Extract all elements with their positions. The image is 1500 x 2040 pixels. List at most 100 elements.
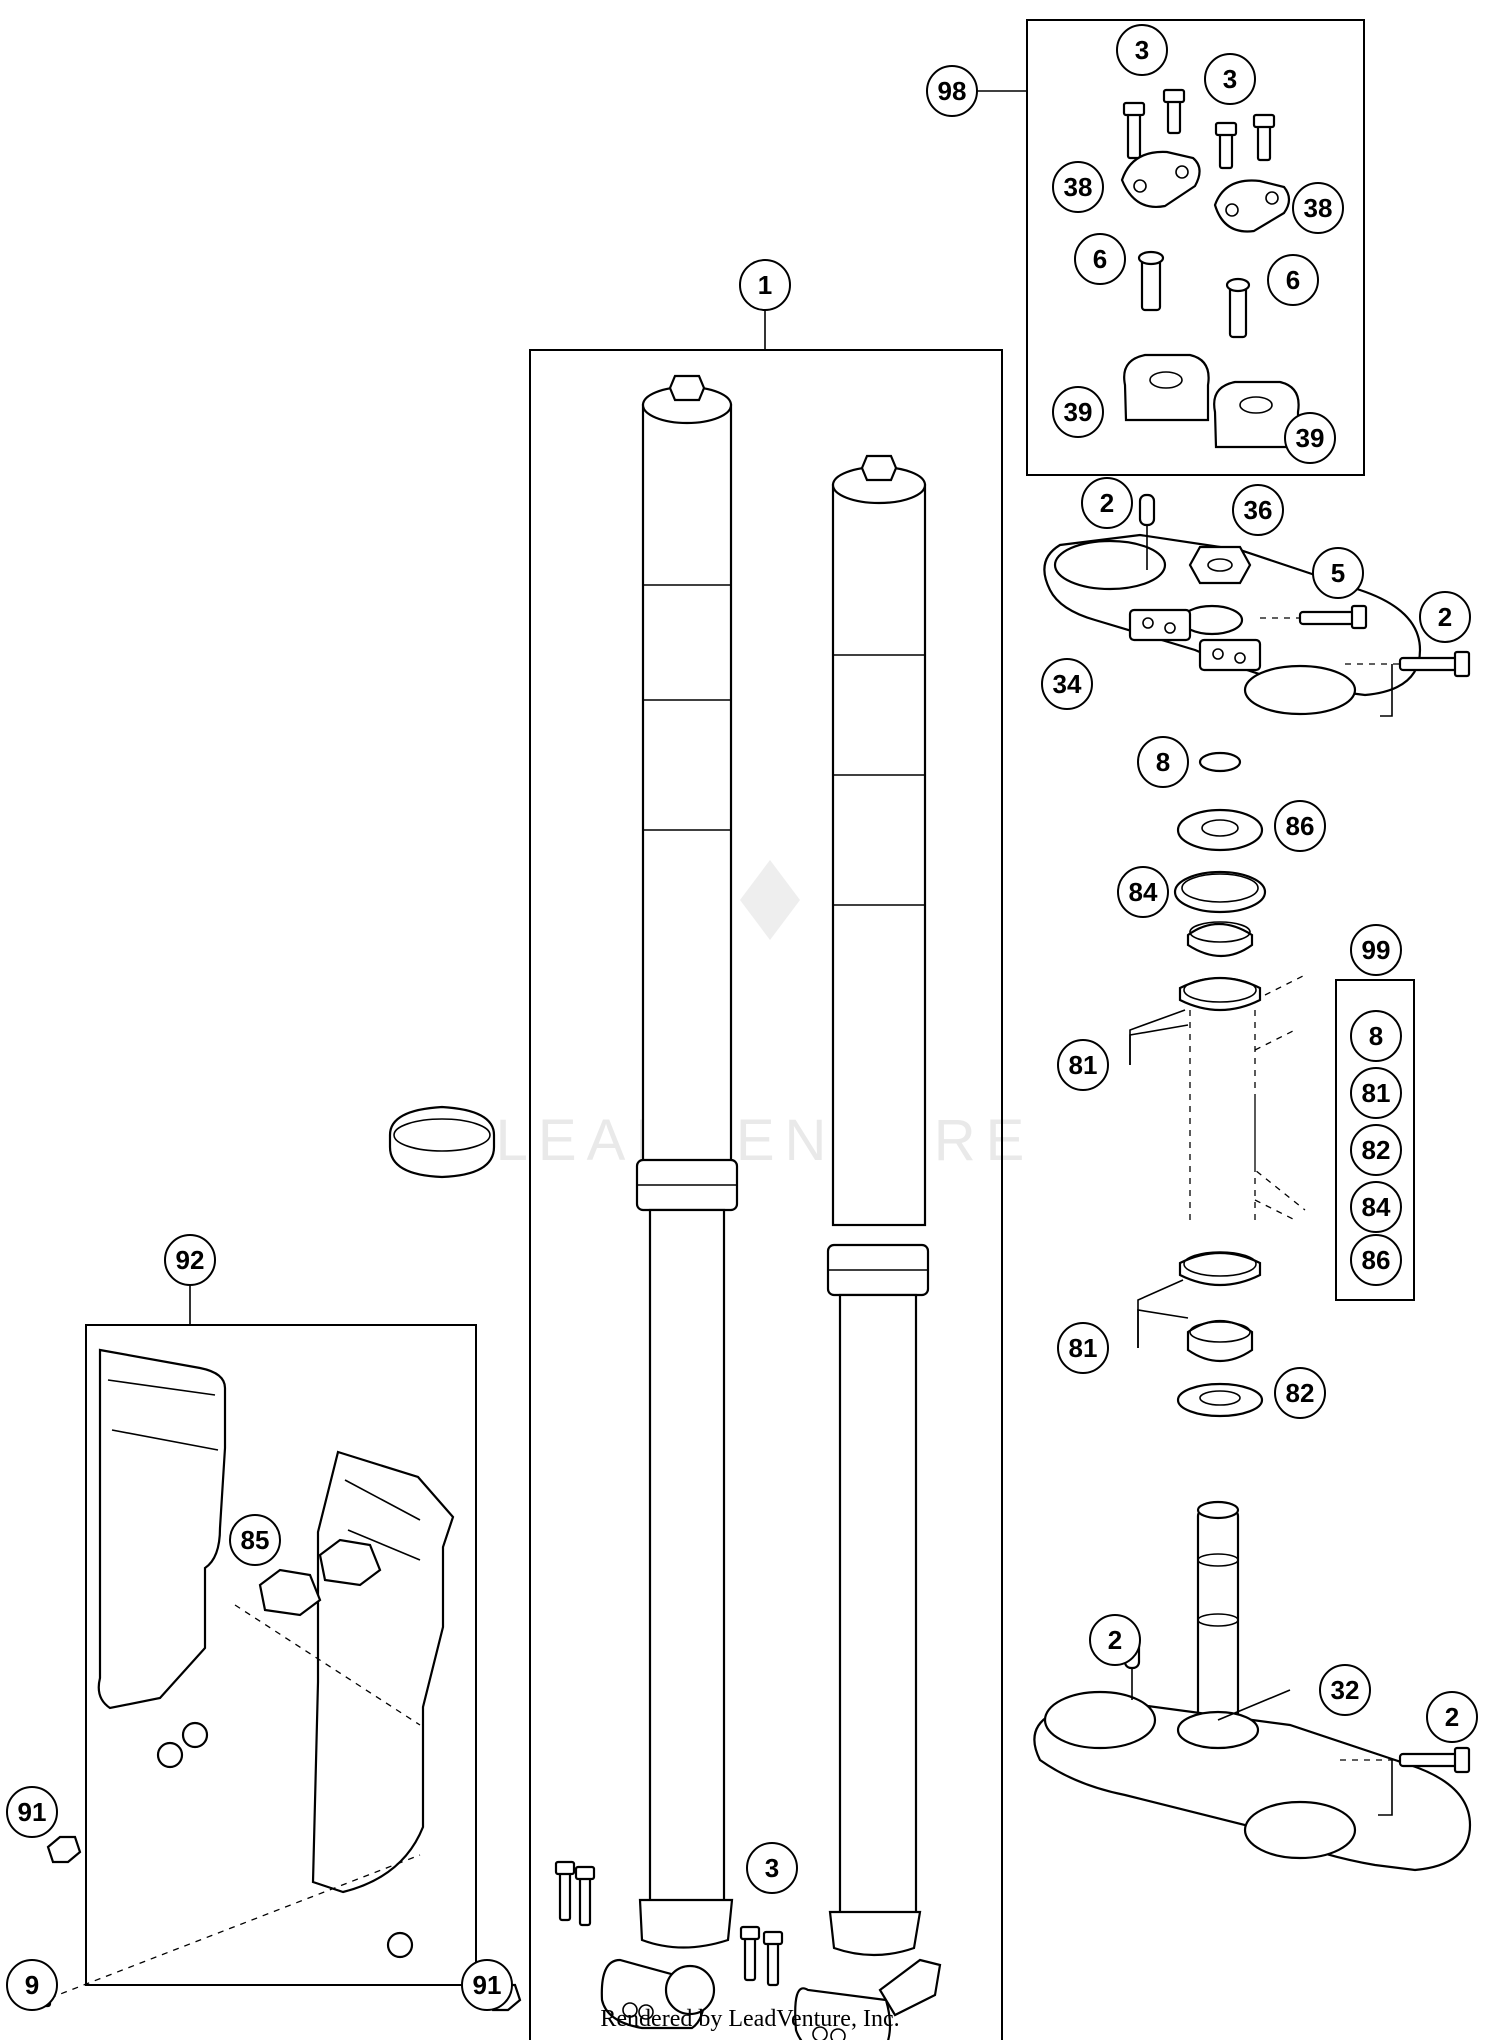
callout-81-b: 81	[1057, 1322, 1109, 1374]
screw-6-left	[1137, 250, 1165, 312]
svg-text:5: 5	[1331, 558, 1345, 588]
svg-text:6: 6	[1286, 265, 1300, 295]
footer-credit: Rendered by LeadVenture, Inc.	[600, 2006, 899, 2032]
screw-2-upper-top	[1138, 493, 1156, 570]
callout-34: 34	[1041, 658, 1093, 710]
callout-85: 85	[229, 1514, 281, 1566]
callout-8: 8	[1137, 736, 1189, 788]
callout-5: 5	[1312, 547, 1364, 599]
svg-text:2: 2	[1438, 602, 1452, 632]
callout-86: 86	[1274, 800, 1326, 852]
svg-text:85: 85	[241, 1525, 270, 1555]
bearing-81-top	[1186, 921, 1254, 957]
svg-text:84: 84	[1129, 877, 1158, 907]
svg-text:81: 81	[1069, 1050, 1098, 1080]
svg-text:81: 81	[1362, 1078, 1391, 1108]
svg-text:1: 1	[758, 270, 772, 300]
leader-81-top-b	[1129, 1024, 1189, 1065]
svg-text:8: 8	[1369, 1021, 1383, 1051]
svg-text:86: 86	[1286, 811, 1315, 841]
callout-39-b: 39	[1284, 412, 1336, 464]
dust-ring	[388, 1105, 496, 1179]
svg-text:91: 91	[473, 1970, 502, 2000]
kit-98-box	[968, 19, 1365, 476]
kit-99-item-82: 82	[1350, 1124, 1402, 1176]
callout-81-a: 81	[1057, 1039, 1109, 1091]
screw-3-pair-left	[1122, 88, 1186, 160]
svg-text:32: 32	[1331, 1675, 1360, 1705]
callout-9: 9	[6, 1959, 58, 2011]
callout-2-d: 2	[1426, 1691, 1478, 1743]
svg-text:92: 92	[176, 1245, 205, 1275]
svg-text:3: 3	[1223, 64, 1237, 94]
svg-text:39: 39	[1296, 423, 1325, 453]
seal-82	[1176, 1382, 1264, 1418]
kit-99-item-84: 84	[1350, 1181, 1402, 1233]
svg-text:36: 36	[1244, 495, 1273, 525]
bracket-85	[234, 1538, 421, 1726]
callout-2-b: 2	[1419, 591, 1471, 643]
callout-6-b: 6	[1267, 254, 1319, 306]
kit-99-item-86: 86	[1350, 1234, 1402, 1286]
fork-leg-right	[794, 454, 942, 2040]
svg-text:86: 86	[1362, 1245, 1391, 1275]
leader-81-bottom-b	[1137, 1309, 1189, 1348]
callout-3-a: 3	[1116, 24, 1168, 76]
fork-leg-left	[600, 374, 739, 2030]
callout-91-b: 91	[461, 1959, 513, 2011]
callout-38-a: 38	[1052, 161, 1104, 213]
svg-text:9: 9	[25, 1970, 39, 2000]
svg-text:81: 81	[1069, 1333, 1098, 1363]
clamp-39-left	[1123, 353, 1210, 422]
callout-38-b: 38	[1292, 182, 1344, 234]
callout-6-a: 6	[1074, 233, 1126, 285]
screw-3-pair-right	[1214, 113, 1276, 170]
callout-2-a: 2	[1081, 477, 1133, 529]
svg-text:2: 2	[1445, 1702, 1459, 1732]
callout-32: 32	[1319, 1664, 1371, 1716]
screw-5	[1260, 604, 1368, 630]
seal-86	[1176, 808, 1264, 852]
svg-text:2: 2	[1108, 1625, 1122, 1655]
svg-text:3: 3	[1135, 35, 1149, 65]
callout-92: 92	[164, 1234, 216, 1286]
fork-guard-box	[85, 1285, 477, 1986]
callout-3-b: 3	[1204, 53, 1256, 105]
leader-81-top	[1129, 1009, 1186, 1065]
svg-text:91: 91	[18, 1797, 47, 1827]
callout-36: 36	[1232, 484, 1284, 536]
svg-text:6: 6	[1093, 244, 1107, 274]
svg-text:34: 34	[1053, 669, 1082, 699]
watermark-text: LEADVENTURE	[496, 1108, 1035, 1173]
callout-2-c: 2	[1089, 1614, 1141, 1666]
svg-text:38: 38	[1304, 193, 1333, 223]
kit-99-item-8: 8	[1350, 1010, 1402, 1062]
upper-triple-clamp-34	[1043, 533, 1422, 716]
steering-head-outline	[1189, 974, 1306, 1221]
fork-guard-left	[97, 1348, 227, 1769]
clamp-38-left	[1120, 150, 1201, 209]
fork-guard-right	[311, 1450, 455, 1959]
bearing-race-81-top	[1178, 976, 1262, 1012]
svg-text:99: 99	[1362, 935, 1391, 965]
callout-91-a: 91	[6, 1786, 58, 1838]
svg-text:98: 98	[938, 76, 967, 106]
svg-text:3: 3	[765, 1853, 779, 1883]
svg-text:38: 38	[1064, 172, 1093, 202]
svg-text:8: 8	[1156, 747, 1170, 777]
svg-text:82: 82	[1362, 1135, 1391, 1165]
svg-text:82: 82	[1286, 1378, 1315, 1408]
svg-text:2: 2	[1100, 488, 1114, 518]
screw-2-upper-right	[1345, 650, 1471, 717]
svg-text:84: 84	[1362, 1192, 1391, 1222]
callout-84: 84	[1117, 866, 1169, 918]
bearing-81-bottom	[1186, 1320, 1254, 1362]
o-ring-8	[1198, 751, 1242, 773]
callout-99: 99	[1350, 924, 1402, 976]
lower-triple-clamp-32	[1033, 1500, 1472, 1872]
callout-98: 98	[926, 65, 978, 117]
clamp-39-right	[1213, 380, 1300, 449]
screw-6-right	[1225, 277, 1251, 339]
callout-1: 1	[739, 259, 791, 311]
